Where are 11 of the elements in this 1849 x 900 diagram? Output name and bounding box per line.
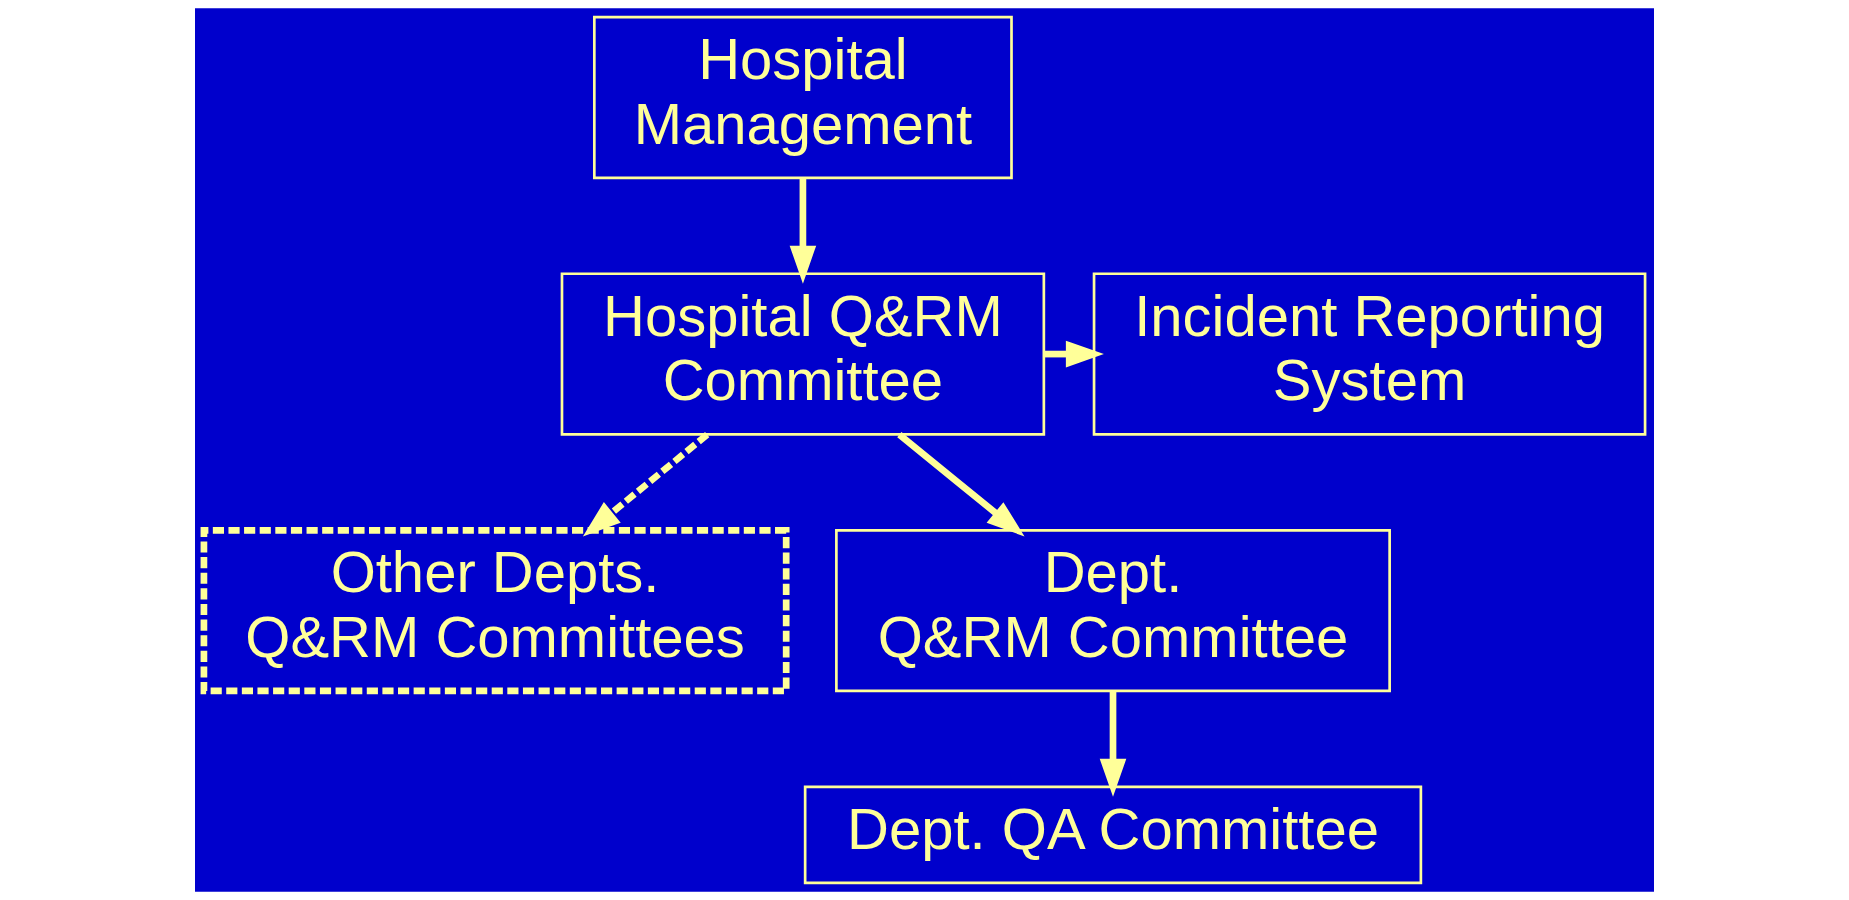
arrow [1044, 340, 1104, 368]
arrow [1099, 690, 1127, 797]
node-box: Hospital Management [593, 15, 1013, 180]
node-box: Hospital Q&RM Committee [560, 272, 1046, 436]
arrow [897, 432, 1025, 537]
node-box: Dept. Q&RM Committee [835, 528, 1391, 693]
node-box: Incident Reporting System [1092, 272, 1647, 436]
node-box: Other Depts. Q&RM Committees [200, 526, 790, 695]
arrow [789, 178, 817, 284]
node-box: Dept. QA Committee [803, 785, 1423, 885]
arrow [582, 432, 710, 537]
